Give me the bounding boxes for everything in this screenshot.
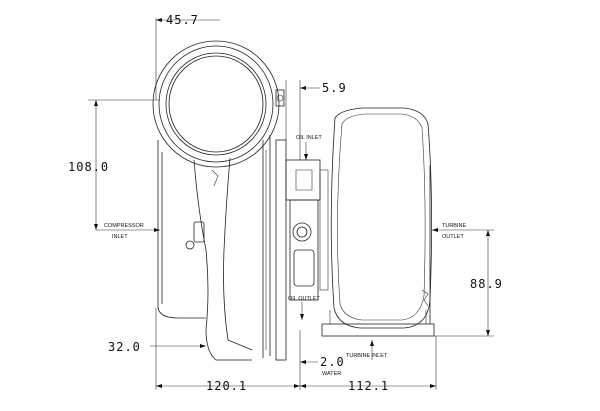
dim-left-height: 108.0 <box>68 99 160 230</box>
compressor-inlet-label-1: COMPRESSOR <box>104 223 144 229</box>
turbine-outlet-label-2: OUTLET <box>442 234 464 240</box>
dim-bottom-left: 32.0 <box>108 340 206 354</box>
oil-inlet-marker: OIL INLET <box>296 135 322 160</box>
compressor-inlet-label-2: INLET <box>112 234 128 240</box>
turbine-outlet-label-1: TURBINE <box>442 223 466 229</box>
oil-inlet-label: OIL INLET <box>296 135 322 141</box>
dim-right-height: 88.9 <box>434 230 503 337</box>
compressor-inlet-marker: COMPRESSOR INLET <box>96 223 160 240</box>
compressor-housing <box>152 40 285 361</box>
oil-outlet-marker: OIL OUTLET <box>288 296 321 320</box>
turbine-inlet-marker: TURBINE INLET <box>346 340 388 360</box>
dim-88-9: 88.9 <box>470 277 503 291</box>
dim-top: 45.7 <box>155 13 220 100</box>
dim-32-0: 32.0 <box>108 340 141 354</box>
dim-bottom-widths: 120.1 112.1 <box>155 308 437 393</box>
dim-2-0: 2.0 <box>320 355 345 369</box>
water-label: WATER <box>322 371 341 377</box>
dim-45-7: 45.7 <box>166 13 199 27</box>
center-housing <box>275 139 329 361</box>
dim-oil-offset: 5.9 <box>285 80 347 160</box>
dim-5-9: 5.9 <box>322 81 347 95</box>
dim-108-0: 108.0 <box>68 160 109 174</box>
turbine-outlet-marker: TURBINE OUTLET <box>432 223 494 240</box>
dim-112-1: 112.1 <box>348 379 389 393</box>
oil-outlet-label: OIL OUTLET <box>288 296 321 302</box>
turbine-inlet-label: TURBINE INLET <box>346 353 388 359</box>
turbine-housing <box>321 107 435 337</box>
dim-120-1: 120.1 <box>206 379 247 393</box>
dim-water: 2.0 WATER <box>299 330 345 377</box>
